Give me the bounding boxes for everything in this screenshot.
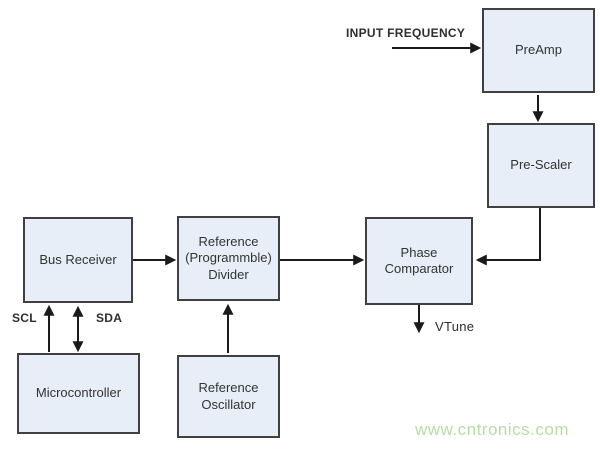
prescaler-to-phase-comparator-arrow [475,208,541,266]
sda-label: SDA [96,311,123,325]
watermark: www.cntronics.com [415,420,569,439]
block-reference-divider: Reference (Programmble) Divider [177,216,280,301]
block-preamp: PreAmp [482,8,595,93]
scl-label: SCL [12,311,37,325]
input-frequency-label: INPUT FREQUENCY [346,26,466,40]
vtune-label: VTune [435,319,475,334]
block-pre-scaler: Pre-Scaler [487,123,595,208]
block-bus-receiver: Bus Receiver [23,217,133,303]
block-microcontroller: Microcontroller [17,353,140,434]
block-phase-comparator: Phase Comparator [365,217,473,305]
block-reference-oscillator: Reference Oscillator [177,355,280,438]
